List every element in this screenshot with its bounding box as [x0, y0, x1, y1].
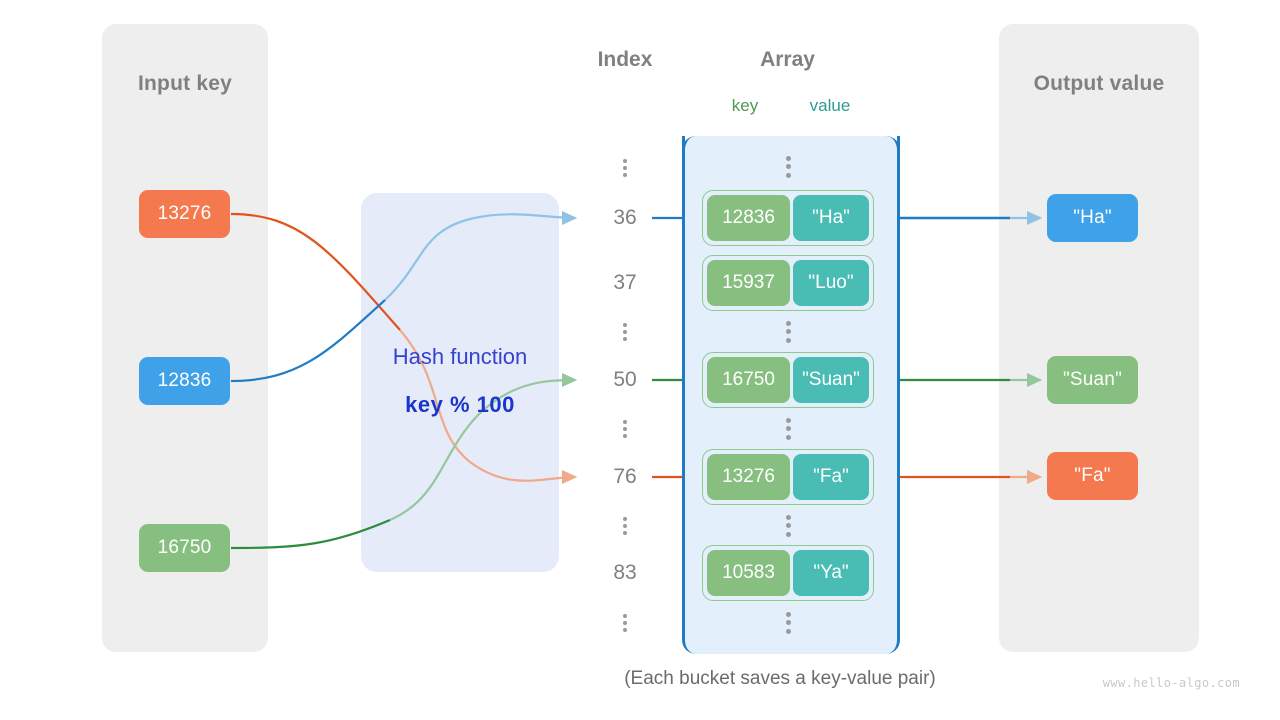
diagram-caption: (Each bucket saves a key-value pair) [624, 668, 936, 689]
hash-function-box [361, 193, 559, 572]
bucket-key-1: 15937 [707, 260, 790, 306]
bucket-value-0: "Ha" [793, 195, 869, 241]
index-ellipsis-1 [595, 320, 655, 344]
output-value-box-2[interactable]: "Fa" [1047, 452, 1138, 500]
bucket-row-37[interactable]: 15937 "Luo" [702, 255, 874, 311]
index-ellipsis-3 [595, 514, 655, 538]
index-label-37: 37 [613, 271, 637, 294]
array-ellipsis-bottom [682, 608, 894, 637]
output-value-panel: Output value [999, 24, 1199, 652]
bucket-key-3: 13276 [707, 454, 790, 500]
bucket-key-2: 16750 [707, 357, 790, 403]
value-sub-header: value [809, 96, 851, 115]
index-label-50: 50 [613, 368, 637, 391]
bucket-value-3: "Fa" [793, 454, 869, 500]
input-key-box-0[interactable]: 13276 [139, 190, 230, 238]
index-column-header: Index [597, 48, 653, 71]
index-label-36: 36 [613, 206, 637, 229]
index-label-76: 76 [613, 465, 637, 488]
array-ellipsis-2 [682, 414, 894, 443]
bucket-row-50[interactable]: 16750 "Suan" [702, 352, 874, 408]
key-sub-header: key [731, 96, 759, 115]
hash-function-formula: key % 100 [405, 392, 515, 417]
index-ellipsis-bottom [595, 611, 655, 635]
array-ellipsis-1 [682, 317, 894, 346]
array-column-header: Array [760, 48, 815, 71]
input-key-box-2[interactable]: 16750 [139, 524, 230, 572]
input-key-box-1[interactable]: 12836 [139, 357, 230, 405]
output-value-box-1[interactable]: "Suan" [1047, 356, 1138, 404]
hash-function-label: Hash function [392, 344, 528, 369]
array-ellipsis-3 [682, 511, 894, 540]
bucket-row-36[interactable]: 12836 "Ha" [702, 190, 874, 246]
bucket-value-4: "Ya" [793, 550, 869, 596]
watermark: www.hello-algo.com [1102, 676, 1240, 690]
bucket-row-76[interactable]: 13276 "Fa" [702, 449, 874, 505]
index-ellipsis-top [595, 156, 655, 180]
bucket-value-2: "Suan" [793, 357, 869, 403]
bucket-key-0: 12836 [707, 195, 790, 241]
bucket-value-1: "Luo" [793, 260, 869, 306]
output-value-box-0[interactable]: "Ha" [1047, 194, 1138, 242]
array-ellipsis-top [682, 152, 894, 181]
index-label-83: 83 [613, 561, 637, 584]
output-panel-title: Output value [1033, 72, 1165, 95]
bucket-key-4: 10583 [707, 550, 790, 596]
index-ellipsis-2 [595, 417, 655, 441]
bucket-row-83[interactable]: 10583 "Ya" [702, 545, 874, 601]
input-panel-title: Input key [138, 72, 232, 95]
